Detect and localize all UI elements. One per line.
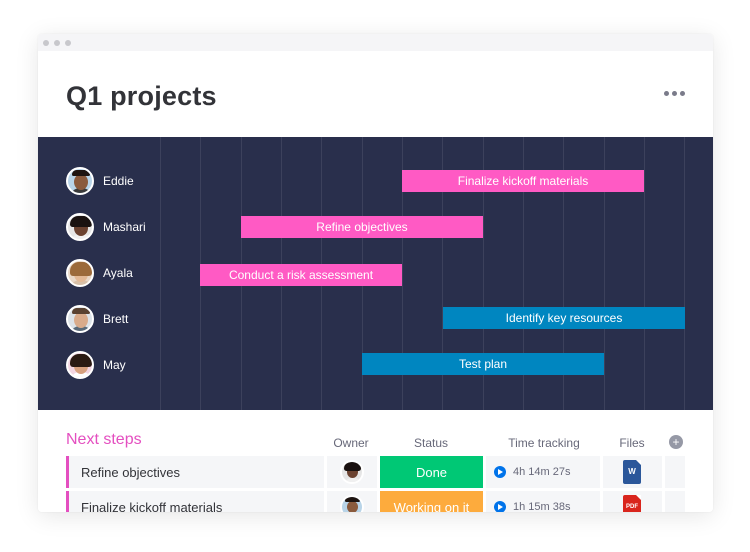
avatar [66,213,94,241]
person-name: Ayala [103,266,133,280]
word-file-icon[interactable]: W [623,460,641,484]
avatar [66,259,94,287]
play-icon[interactable] [494,466,506,478]
person-row-may: May [66,350,126,380]
grid-line [644,137,645,410]
gantt-bar[interactable]: Conduct a risk assessment [200,264,402,286]
avatar [66,167,94,195]
avatar [340,495,364,512]
column-header-files[interactable]: Files [619,436,645,450]
play-icon[interactable] [494,501,506,512]
item-name[interactable]: Refine objectives [81,465,180,480]
avatar [340,460,364,484]
table-row[interactable]: Refine objectives Done 4h 14m 27s W [66,456,685,488]
files-cell[interactable]: W [603,456,662,488]
person-name: Mashari [103,220,146,234]
window-dot-icon [43,40,49,46]
grid-line [160,137,161,410]
grid-line [523,137,524,410]
person-name: May [103,358,126,372]
owner-cell[interactable] [327,456,377,488]
board-header: Q1 projects [38,51,713,137]
time-tracking-cell[interactable]: 4h 14m 27s [486,456,600,488]
window-dot-icon [65,40,71,46]
gantt-bar[interactable]: Identify key resources [443,307,685,329]
board-window: Q1 projects Eddie [38,34,713,512]
table-row[interactable]: Finalize kickoff materials Working on it… [66,491,685,512]
status-badge[interactable]: Working on it [380,491,483,512]
pdf-file-icon[interactable]: PDF [623,495,641,512]
owner-cell[interactable] [327,491,377,512]
add-column-icon[interactable]: + [669,435,683,449]
name-cell[interactable]: Finalize kickoff materials [66,491,324,512]
grid-line [604,137,605,410]
person-name: Brett [103,312,129,326]
person-row-brett: Brett [66,304,128,334]
gantt-chart: Eddie Mashari Ayala Brett [38,137,713,410]
column-header-status[interactable]: Status [413,436,449,450]
person-row-mashari: Mashari [66,212,146,242]
item-name[interactable]: Finalize kickoff materials [81,500,223,512]
grid-line [684,137,685,410]
window-chrome [38,34,713,51]
time-value: 4h 14m 27s [513,466,571,478]
person-row-eddie: Eddie [66,166,134,196]
empty-cell [665,491,685,512]
grid-line [402,137,403,410]
avatar [66,351,94,379]
gantt-bar[interactable]: Test plan [362,353,604,375]
window-dot-icon [54,40,60,46]
files-cell[interactable]: PDF [603,491,662,512]
column-header-owner[interactable]: Owner [333,436,369,450]
name-cell[interactable]: Refine objectives [66,456,324,488]
column-header-time-tracking[interactable]: Time tracking [508,436,580,450]
more-options-icon[interactable] [664,91,685,96]
time-tracking-cell[interactable]: 1h 15m 38s [486,491,600,512]
page-title: Q1 projects [66,81,217,111]
grid-line [442,137,443,410]
person-row-ayala: Ayala [66,258,133,288]
group-title[interactable]: Next steps [66,431,142,448]
board-table: Next steps Owner Status Time tracking Fi… [38,410,713,512]
person-name: Eddie [103,174,134,188]
time-value: 1h 15m 38s [513,501,571,512]
grid-line [563,137,564,410]
empty-cell [665,456,685,488]
gantt-bar[interactable]: Refine objectives [241,216,483,238]
avatar [66,305,94,333]
status-badge[interactable]: Done [380,456,483,488]
gantt-bar[interactable]: Finalize kickoff materials [402,170,644,192]
grid-line [483,137,484,410]
